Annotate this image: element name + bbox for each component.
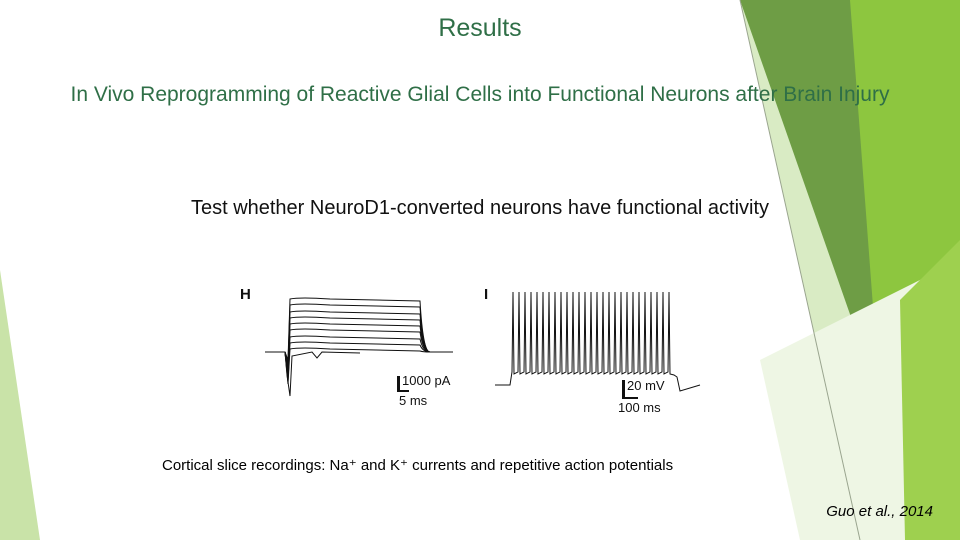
action-potential-trace — [495, 291, 701, 392]
panel-h: H 1000 pA 5 ms — [240, 286, 453, 408]
scale-bar-time-i — [622, 397, 638, 399]
deco-line — [739, 0, 861, 540]
scale-time-h-label: 5 ms — [399, 393, 428, 408]
deco-dark-triangle — [740, 0, 880, 400]
current-trace — [265, 347, 453, 385]
scale-voltage-label: 20 mV — [627, 378, 665, 393]
sodium-current-trace — [284, 351, 361, 397]
slide-subtitle: In Vivo Reprogramming of Reactive Glial … — [70, 83, 890, 106]
deco-bright-triangle — [900, 240, 960, 540]
scale-bar-current — [397, 376, 400, 390]
citation: Guo et al., 2014 — [826, 503, 933, 520]
panel-i: I 20 mV 100 ms — [484, 286, 701, 415]
test-statement: Test whether NeuroD1-converted neurons h… — [190, 197, 770, 219]
current-traces — [265, 297, 453, 397]
scale-bar-time-h — [397, 390, 409, 392]
scale-current-label: 1000 pA — [402, 373, 451, 388]
panel-i-label: I — [484, 286, 488, 303]
deco-left-triangle — [0, 270, 40, 540]
figure-caption: Cortical slice recordings: Na⁺ and K⁺ cu… — [162, 457, 674, 474]
slide-title: Results — [438, 14, 522, 42]
panel-h-label: H — [240, 286, 251, 303]
scale-time-i-label: 100 ms — [618, 400, 661, 415]
current-trace — [265, 310, 453, 367]
scale-bar-voltage — [622, 380, 625, 397]
